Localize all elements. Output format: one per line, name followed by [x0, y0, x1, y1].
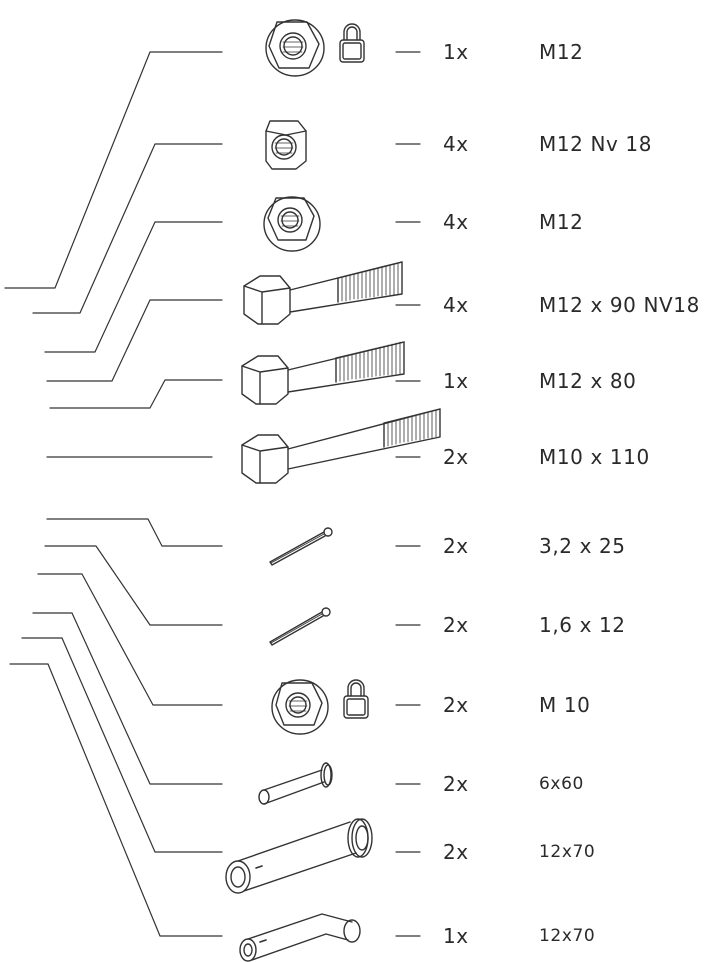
part-specification: M12 x 80: [539, 369, 637, 393]
leader-line: [37, 573, 223, 706]
hex-bolt-icon: [243, 261, 403, 325]
leader-line: [32, 143, 223, 314]
leader-line: [21, 637, 223, 853]
part-specification: M12 x 90 NV18: [539, 293, 700, 317]
clevis-pin-icon: [225, 818, 373, 894]
part-specification: M12 Nv 18: [539, 132, 653, 156]
part-quantity: 2x: [443, 772, 469, 796]
connector-dashes: [395, 51, 421, 937]
clevis-pin-icon: [258, 762, 333, 805]
locking-flange-nut-icon: [265, 19, 325, 77]
part-quantity: 1x: [443, 924, 469, 948]
leader-line: [46, 518, 223, 547]
flange-nut-icon: [263, 196, 321, 252]
cotter-pin-icon: [269, 607, 331, 646]
leader-lines: [4, 51, 223, 937]
leader-line: [44, 221, 223, 353]
leader-line: [4, 51, 223, 289]
leader-line: [44, 545, 223, 626]
part-quantity: 2x: [443, 534, 469, 558]
part-specification: M 10: [539, 693, 591, 717]
part-quantity: 2x: [443, 613, 469, 637]
hex-nut-icon: [265, 120, 307, 170]
part-quantity: 4x: [443, 210, 469, 234]
part-specification: M12: [539, 210, 584, 234]
part-specification: 3,2 x 25: [539, 534, 626, 558]
part-quantity: 1x: [443, 40, 469, 64]
part-quantity: 2x: [443, 693, 469, 717]
part-specification: 1,6 x 12: [539, 613, 626, 637]
part-quantity: 4x: [443, 293, 469, 317]
part-quantity: 2x: [443, 840, 469, 864]
leader-line: [32, 612, 223, 785]
part-specification: 12x70: [539, 842, 596, 862]
leader-line: [46, 299, 223, 382]
leader-line: [9, 663, 223, 937]
part-specification: M12: [539, 40, 584, 64]
part-specification: 6x60: [539, 774, 584, 794]
padlock-icon: [343, 679, 369, 719]
part-quantity: 2x: [443, 445, 469, 469]
hex-bolt-icon: [241, 408, 441, 484]
part-quantity: 4x: [443, 132, 469, 156]
bent-pin-icon: [239, 913, 361, 962]
part-specification: 12x70: [539, 926, 596, 946]
leader-line: [49, 379, 223, 409]
locking-flange-nut-icon: [271, 679, 329, 735]
part-specification: M10 x 110: [539, 445, 650, 469]
part-quantity: 1x: [443, 369, 469, 393]
hex-bolt-icon: [241, 341, 405, 405]
cotter-pin-icon: [269, 527, 333, 566]
padlock-icon: [339, 23, 365, 63]
